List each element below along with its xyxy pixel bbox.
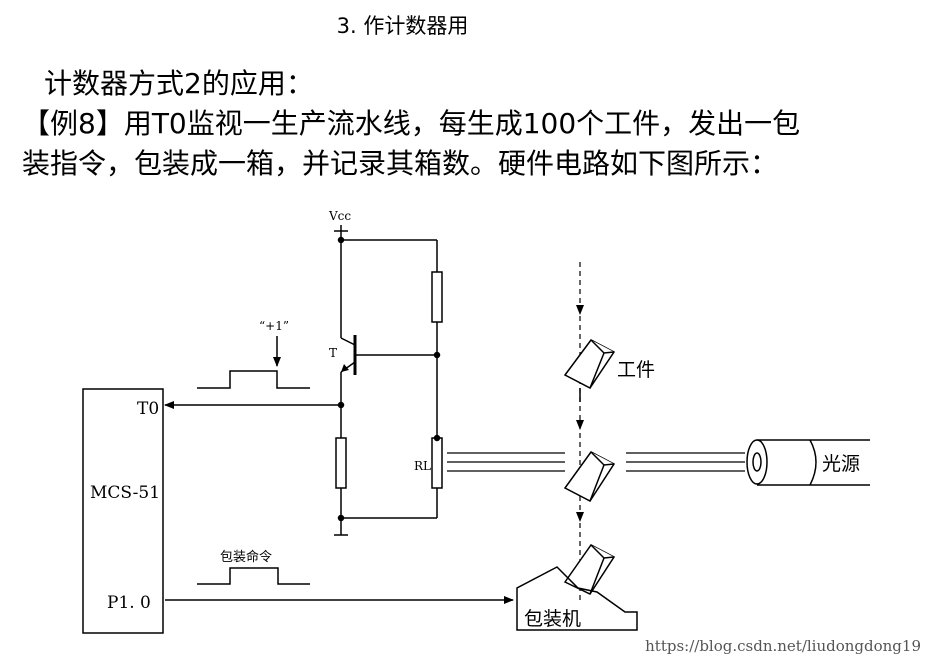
light-beam xyxy=(447,452,745,472)
watermark: https://blog.csdn.net/liudongdong19 xyxy=(645,637,921,655)
mcu-box xyxy=(82,388,164,634)
rl-label: RL xyxy=(414,459,431,473)
light-source-label: 光源 xyxy=(822,453,860,475)
workpiece xyxy=(563,339,616,402)
paragraph-line-3: 装指令，包装成一箱，并记录其箱数。硬件电路如下图所示： xyxy=(22,147,779,180)
workpiece-label: 工件 xyxy=(617,359,655,381)
t0-pin-label: T0 xyxy=(137,399,159,419)
conveyor-arrow xyxy=(576,305,584,315)
packing-machine-label: 包装机 xyxy=(524,608,581,630)
workpiece xyxy=(563,451,616,502)
emitter-arrow xyxy=(341,364,349,372)
p10-pin-label: P1. 0 xyxy=(107,593,151,613)
resistor-bottom-left xyxy=(335,437,347,489)
vcc-label: Vcc xyxy=(328,209,351,223)
photoresistor-rl xyxy=(431,437,443,489)
pack-command-label: 包装命令 xyxy=(220,549,272,565)
count-pulse xyxy=(197,370,310,389)
transistor-label: T xyxy=(329,346,337,360)
transistor-collector xyxy=(340,337,356,346)
pack-pulse xyxy=(197,567,310,585)
mcu-label: MCS-51 xyxy=(90,483,160,503)
paragraph-line-1: 计数器方式2的应用： xyxy=(44,67,314,100)
light-source xyxy=(746,439,870,486)
plus-one-label: “+1” xyxy=(259,319,289,333)
workpiece xyxy=(563,544,616,595)
resistor-top-right xyxy=(431,271,443,323)
conveyor-arrow xyxy=(576,420,584,430)
junction-dot xyxy=(433,434,441,442)
junction-dot xyxy=(433,351,441,359)
section-heading: 3. 作计数器用 xyxy=(336,14,469,38)
packing-machine xyxy=(516,566,638,631)
conveyor-arrow xyxy=(576,512,584,522)
paragraph-line-2: 【例8】用T0监视一生产流水线，每生成100个工件，发出一包 xyxy=(22,107,801,140)
